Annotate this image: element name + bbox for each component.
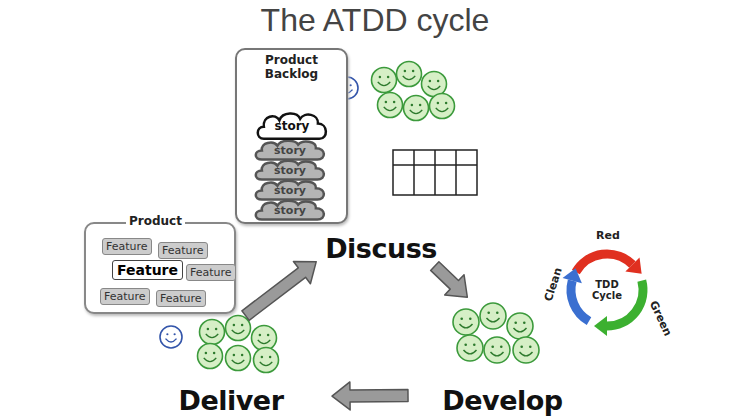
node-text: story xyxy=(274,184,306,197)
cycle-arrow xyxy=(332,382,408,410)
green-face xyxy=(397,62,422,87)
cycle-arrowhead xyxy=(594,316,607,336)
node-text: story xyxy=(275,119,310,133)
node-text: Feature xyxy=(190,266,232,279)
green-face xyxy=(226,316,251,341)
node-text: Feature xyxy=(104,290,146,303)
cycle-label: Red xyxy=(596,229,620,242)
green-face xyxy=(457,335,483,361)
node-text: Deliver xyxy=(179,385,284,416)
green-face xyxy=(404,96,429,121)
step-label: Deliver xyxy=(160,318,302,416)
node-text: Feature xyxy=(117,262,178,278)
blue-face xyxy=(160,326,182,348)
node-text: Feature xyxy=(106,240,148,253)
story-table xyxy=(393,150,477,195)
node-text: Feature xyxy=(162,244,204,257)
story-cloud: story xyxy=(253,158,327,182)
node-text: Develop xyxy=(442,385,562,416)
product-box: ProductFeatureFeatureFeatureFeatureFeatu… xyxy=(84,222,236,314)
feature-card: Feature xyxy=(102,238,152,255)
cycle-label: Clean xyxy=(541,266,564,303)
green-face xyxy=(430,94,455,119)
green-face xyxy=(480,303,506,329)
node-text: Feature xyxy=(160,292,202,305)
green-face xyxy=(507,313,533,339)
team-faces xyxy=(160,62,539,373)
backlog-box: Product Backlog story story story story story xyxy=(235,48,348,224)
step-label: Develop xyxy=(438,300,567,416)
cycle-arrowhead xyxy=(625,257,641,273)
story-cloud: story xyxy=(253,138,327,162)
title: The ATDD cycle xyxy=(0,2,750,39)
step-label: Discuss xyxy=(321,224,441,264)
feature-card: Feature xyxy=(156,290,206,307)
story-cloud: story xyxy=(253,198,327,222)
tdd-cycle: TDD Cycle xyxy=(582,270,632,310)
green-face xyxy=(484,337,510,363)
green-face xyxy=(513,337,539,363)
node-text: Product Backlog xyxy=(252,53,332,81)
green-face xyxy=(226,346,251,371)
feature-card: Feature xyxy=(158,242,208,259)
feature-card: Feature xyxy=(112,260,183,280)
cycle-label: Green xyxy=(647,298,675,337)
green-face xyxy=(378,93,403,118)
green-face xyxy=(372,68,397,93)
cycle-arc xyxy=(571,281,589,321)
tdd-cycle-arrows xyxy=(563,254,643,336)
cycle-arrow xyxy=(431,262,468,297)
node-text: TDD Cycle xyxy=(587,279,627,301)
green-face xyxy=(200,320,225,345)
node-text: story xyxy=(274,204,306,217)
node-text: Discuss xyxy=(325,233,437,264)
node-text: Product xyxy=(126,214,185,228)
green-face xyxy=(198,344,223,369)
node-text: story xyxy=(274,144,306,157)
cycle-arrowhead xyxy=(563,268,582,283)
node-text: story xyxy=(274,164,306,177)
feature-card: Feature xyxy=(100,288,150,305)
story-cloud: story xyxy=(253,178,327,202)
green-face xyxy=(453,309,479,335)
cycle-arc xyxy=(576,254,633,272)
green-face xyxy=(254,348,279,373)
story-cloud: story xyxy=(255,110,329,142)
cycle-arrow xyxy=(242,261,316,320)
green-face xyxy=(252,326,277,351)
feature-card: Feature xyxy=(186,264,236,281)
